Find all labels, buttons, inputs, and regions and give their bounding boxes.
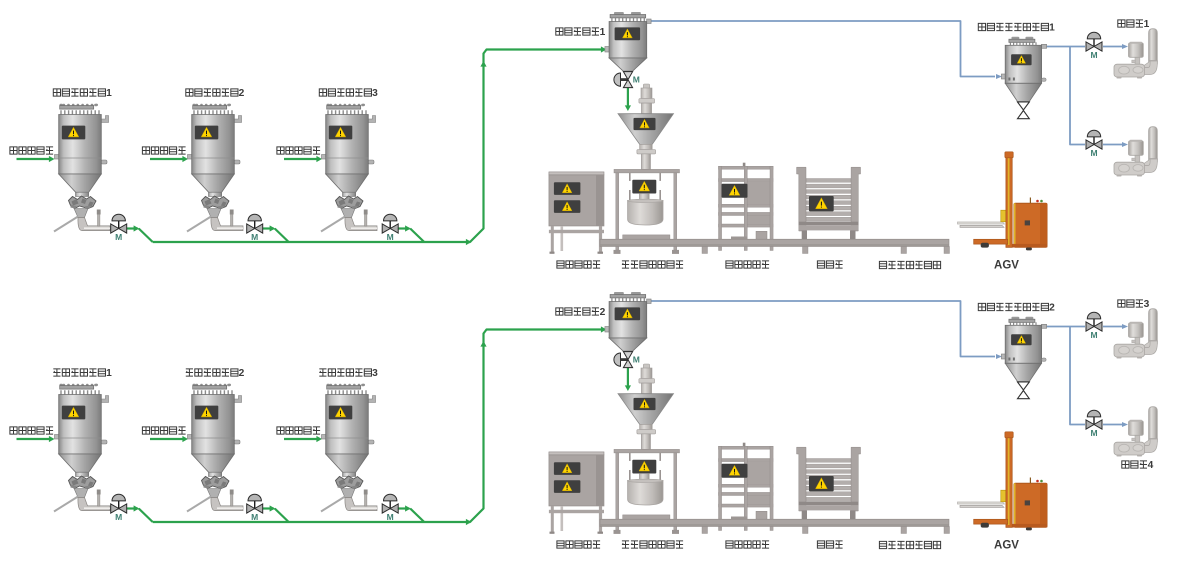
svg-text:2: 2: [1049, 303, 1055, 314]
svg-text:3: 3: [1144, 299, 1150, 310]
svg-text:4: 4: [1148, 460, 1154, 471]
svg-text:M: M: [633, 354, 640, 364]
svg-text:M: M: [251, 232, 258, 242]
svg-text:3: 3: [372, 368, 378, 379]
svg-text:M: M: [387, 512, 394, 522]
svg-text:AGV: AGV: [994, 539, 1019, 551]
svg-text:M: M: [387, 232, 394, 242]
svg-text:1: 1: [1049, 23, 1055, 34]
svg-text:M: M: [1090, 330, 1097, 340]
svg-text:M: M: [115, 512, 122, 522]
svg-text:3: 3: [372, 88, 378, 99]
svg-text:M: M: [1090, 148, 1097, 158]
svg-text:M: M: [1090, 50, 1097, 60]
svg-text:M: M: [633, 74, 640, 84]
svg-text:1: 1: [106, 368, 112, 379]
svg-text:1: 1: [600, 27, 606, 38]
svg-text:2: 2: [239, 88, 245, 99]
svg-text:2: 2: [239, 368, 245, 379]
svg-text:1: 1: [106, 88, 112, 99]
svg-text:AGV: AGV: [994, 259, 1019, 271]
svg-text:M: M: [115, 232, 122, 242]
svg-text:1: 1: [1144, 19, 1150, 30]
svg-text:M: M: [1090, 428, 1097, 438]
svg-text:2: 2: [600, 307, 606, 318]
svg-text:M: M: [251, 512, 258, 522]
